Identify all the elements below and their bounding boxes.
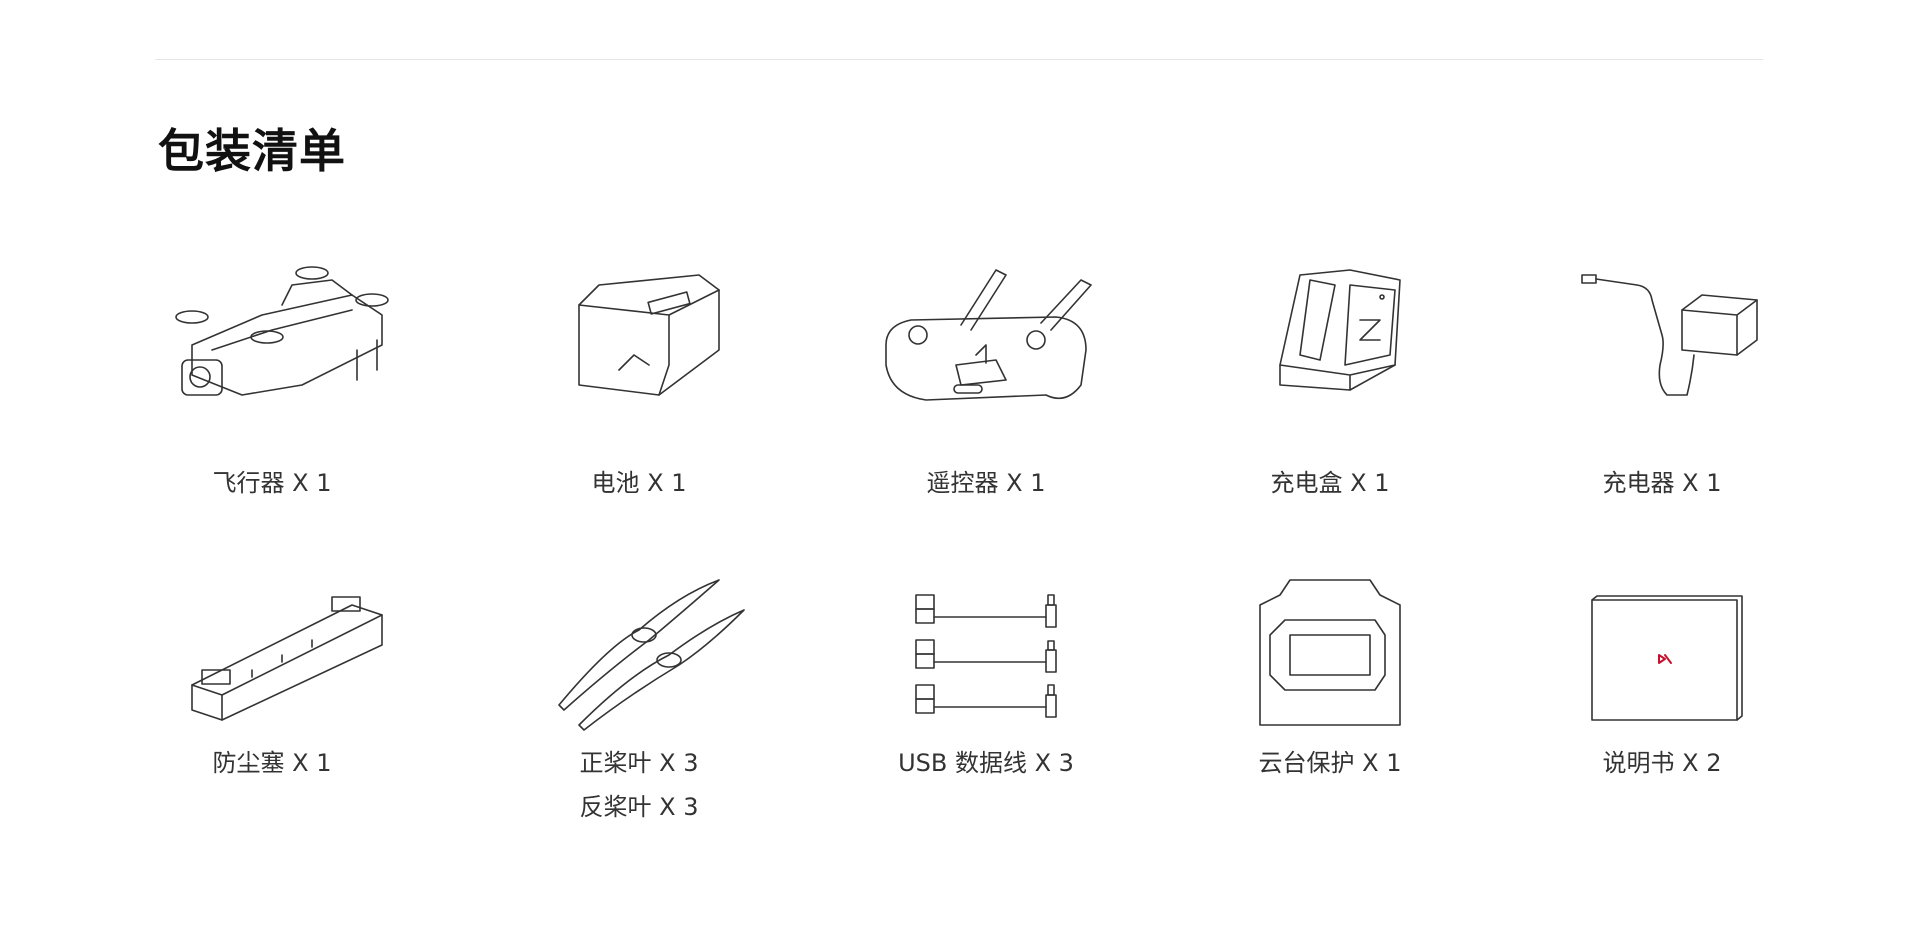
item-label: 云台保护 X 1 bbox=[1258, 749, 1402, 777]
item-label: 正桨叶 X 3 bbox=[579, 749, 699, 777]
item-battery: 电池 X 1 bbox=[479, 255, 799, 499]
item-label: 飞行器 X 1 bbox=[212, 469, 332, 497]
gimbal-protector-icon bbox=[1259, 579, 1401, 726]
item-gimbal-protector: 云台保护 X 1 bbox=[1170, 575, 1490, 779]
item-usb-cable: USB 数据线 X 3 bbox=[826, 575, 1146, 779]
item-label: 充电器 X 1 bbox=[1602, 469, 1722, 497]
item-label: USB 数据线 X 3 bbox=[898, 749, 1074, 777]
item-label: 遥控器 X 1 bbox=[926, 469, 1046, 497]
dust-plug-icon bbox=[191, 596, 383, 721]
drone-icon bbox=[175, 266, 389, 396]
propeller-icon bbox=[558, 579, 745, 731]
usb-cable-icon bbox=[915, 594, 1057, 718]
item-label: 说明书 X 2 bbox=[1602, 749, 1722, 777]
remote-controller-icon bbox=[885, 269, 1092, 401]
charging-hub-icon bbox=[1279, 269, 1401, 391]
item-remote-controller: 遥控器 X 1 bbox=[826, 255, 1146, 499]
battery-icon bbox=[578, 274, 720, 396]
manual-icon bbox=[1591, 595, 1743, 721]
item-propeller: 正桨叶 X 3 反桨叶 X 3 bbox=[479, 575, 799, 823]
item-label-2: 反桨叶 X 3 bbox=[579, 793, 699, 821]
item-drone: 飞行器 X 1 bbox=[112, 255, 432, 499]
page-title: 包装清单 bbox=[158, 124, 346, 178]
item-label: 充电盒 X 1 bbox=[1270, 469, 1390, 497]
top-divider bbox=[155, 59, 1763, 60]
item-charger: 充电器 X 1 bbox=[1502, 255, 1822, 499]
charger-icon bbox=[1581, 274, 1758, 396]
item-charging-hub: 充电盒 X 1 bbox=[1170, 255, 1490, 499]
item-manual: 说明书 X 2 bbox=[1502, 575, 1822, 779]
item-label: 防尘塞 X 1 bbox=[212, 749, 332, 777]
item-label: 电池 X 1 bbox=[591, 469, 687, 497]
item-dust-plug: 防尘塞 X 1 bbox=[112, 575, 432, 779]
